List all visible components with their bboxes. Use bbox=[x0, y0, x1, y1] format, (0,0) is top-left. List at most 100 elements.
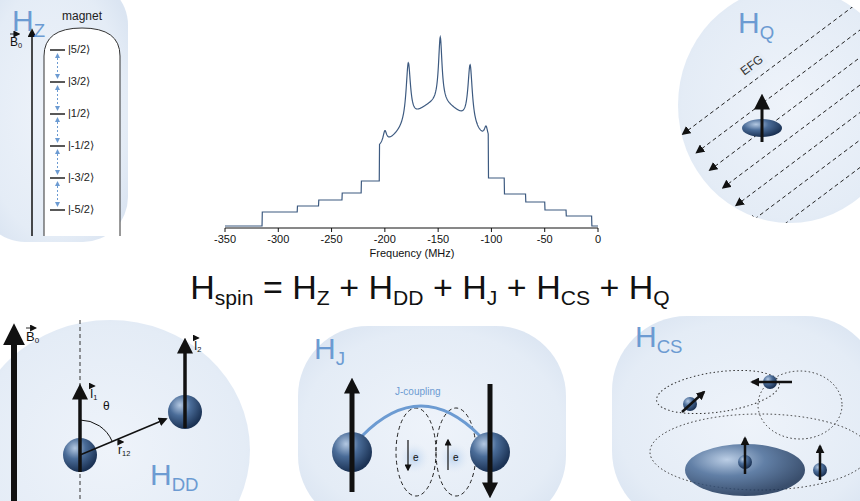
axis-tick bbox=[331, 228, 332, 232]
panel-heading: HDD bbox=[150, 458, 199, 495]
symbol: H bbox=[190, 268, 215, 306]
symbol: H bbox=[629, 268, 654, 306]
illustration-part bbox=[50, 81, 65, 83]
panel-heading: magnet bbox=[44, 10, 120, 24]
symbol bbox=[590, 268, 599, 306]
subscript: 12 bbox=[122, 449, 130, 458]
vector-arrow bbox=[90, 386, 94, 387]
efg-lines bbox=[683, 2, 860, 240]
spectrum-trace bbox=[225, 37, 598, 226]
zeeman-panel: HZmagnet|5/2⟩|3/2⟩|1/2⟩|-1/2⟩|-3/2⟩|-5/2… bbox=[0, 0, 130, 245]
chemical-shift-panel bbox=[612, 316, 860, 501]
electron-glow bbox=[438, 442, 470, 474]
efg-arrow bbox=[697, 20, 860, 152]
illustration-part bbox=[57, 118, 58, 142]
subscript: CS bbox=[561, 286, 590, 309]
tick-label: -100 bbox=[480, 233, 502, 246]
vector-arrow bbox=[194, 338, 198, 339]
hamiltonian-equation: Hspin = HZ + HDD + HJ + HCS + HQ bbox=[190, 268, 669, 311]
symbol: H bbox=[150, 458, 172, 491]
field-axis bbox=[80, 320, 81, 501]
electron-label: e bbox=[413, 452, 419, 464]
subscript: Z bbox=[34, 20, 45, 41]
illustration-part bbox=[50, 177, 65, 179]
electron-spin bbox=[407, 440, 408, 470]
efg-arrow bbox=[683, 2, 859, 134]
vector-arrow bbox=[26, 328, 36, 329]
symbol: r bbox=[118, 443, 122, 457]
tick-label: -150 bbox=[427, 233, 449, 246]
subscript: Q bbox=[760, 22, 774, 43]
illustration-part bbox=[50, 49, 65, 51]
symbol: H bbox=[738, 6, 760, 39]
symbol: H bbox=[368, 268, 393, 306]
level-label: |-3/2⟩ bbox=[68, 171, 94, 184]
spin-arrow bbox=[682, 392, 704, 412]
axis-tick bbox=[491, 228, 492, 232]
quadrupolar-panel bbox=[678, 0, 860, 223]
vector-marks bbox=[10, 34, 198, 442]
tick-label: -350 bbox=[214, 233, 236, 246]
subscript: Q bbox=[653, 286, 669, 309]
symbol: H bbox=[314, 332, 336, 365]
subscript: spin bbox=[215, 286, 254, 309]
spin-arrow bbox=[78, 390, 82, 472]
frequency-axis bbox=[225, 228, 598, 229]
magnet-box: magnet|5/2⟩|3/2⟩|1/2⟩|-1/2⟩|-3/2⟩|-5/2⟩ bbox=[44, 4, 120, 236]
magnet-outline bbox=[44, 28, 120, 236]
symbol: B bbox=[10, 35, 18, 49]
spin-arrow bbox=[744, 438, 747, 474]
tick-label: -200 bbox=[374, 233, 396, 246]
axis-tick bbox=[438, 228, 439, 232]
axis-tick bbox=[225, 228, 226, 232]
spin-arrow bbox=[350, 384, 355, 492]
subscript: DD bbox=[393, 286, 423, 309]
axis-tick bbox=[384, 228, 385, 232]
field-arrow bbox=[11, 332, 17, 501]
symbol bbox=[254, 268, 263, 306]
tick-label: -300 bbox=[267, 233, 289, 246]
efg-arrow bbox=[710, 38, 860, 170]
symbol: + bbox=[507, 268, 527, 306]
symbol: H bbox=[462, 268, 487, 306]
symbol: I bbox=[90, 387, 93, 401]
coupling-label: J-coupling bbox=[395, 386, 441, 398]
j-coupling-panel bbox=[298, 326, 566, 501]
subscript: J bbox=[487, 286, 498, 309]
symbol bbox=[424, 268, 433, 306]
symbol: B bbox=[26, 329, 35, 344]
efg-arrow bbox=[750, 91, 860, 223]
axis-tick bbox=[278, 228, 279, 232]
symbol: H bbox=[635, 320, 657, 353]
symbol: H bbox=[536, 268, 561, 306]
symbol bbox=[330, 268, 339, 306]
spin-arrow bbox=[183, 344, 187, 428]
tick-label: 0 bbox=[595, 233, 601, 246]
axis-tick bbox=[544, 228, 545, 232]
vector-arrow bbox=[118, 442, 123, 443]
level-label: |-5/2⟩ bbox=[68, 203, 94, 216]
spin-symbol: I2 bbox=[194, 340, 201, 355]
subscript: J bbox=[336, 348, 345, 369]
symbol: + bbox=[599, 268, 619, 306]
chemical-shift-panel: HCS bbox=[615, 318, 860, 501]
illustration-part bbox=[50, 113, 65, 115]
orbital-loop bbox=[396, 408, 436, 496]
subscript: 1 bbox=[93, 393, 97, 402]
level-label: |3/2⟩ bbox=[68, 75, 90, 88]
illustration-part bbox=[57, 86, 58, 110]
angle-symbol: θ bbox=[103, 400, 110, 414]
symbol: H bbox=[292, 268, 317, 306]
symbol: + bbox=[433, 268, 453, 306]
panel-heading: HJ bbox=[314, 332, 345, 369]
field-symbol: B0 bbox=[26, 330, 39, 346]
spin-arrow bbox=[761, 100, 764, 142]
axis-title: Frequency (MHz) bbox=[370, 247, 455, 260]
symbol bbox=[453, 268, 462, 306]
energy-levels bbox=[50, 50, 65, 210]
spin-arrow bbox=[819, 446, 822, 480]
subscript: 0 bbox=[35, 336, 39, 345]
illustration-part bbox=[50, 209, 65, 211]
electron-label: e bbox=[453, 452, 459, 464]
electron-spin bbox=[447, 440, 448, 470]
